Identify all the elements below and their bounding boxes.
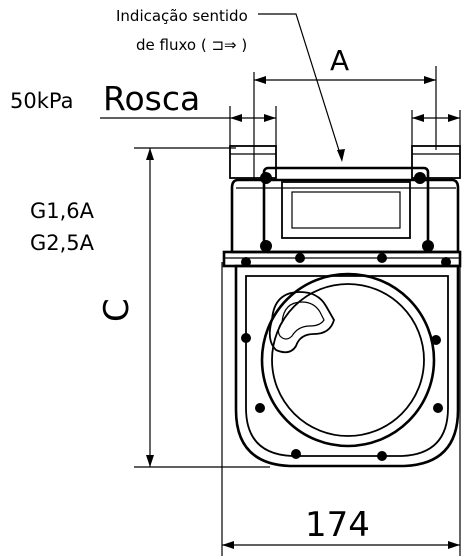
inlet-connector bbox=[229, 145, 277, 179]
counter-display bbox=[291, 191, 401, 229]
dimension-174-label: 174 bbox=[305, 505, 370, 545]
dimension-a-lines bbox=[253, 66, 437, 180]
counter-window bbox=[281, 181, 411, 239]
flow-note-line1: Indicação sentido bbox=[116, 7, 248, 25]
dimension-c-lines bbox=[134, 147, 270, 468]
diaphragm-lobe bbox=[268, 291, 335, 354]
flow-note-leader bbox=[258, 13, 345, 162]
thread-label: Rosca bbox=[103, 79, 200, 118]
model-label-g25: G2,5A bbox=[30, 231, 95, 255]
meter-body bbox=[222, 145, 462, 468]
housing-screws bbox=[241, 253, 451, 461]
dimension-174-lines bbox=[221, 262, 461, 556]
outlet-connector bbox=[411, 145, 461, 179]
dimension-c-label: C bbox=[97, 298, 137, 322]
flow-note-line2: de fluxo ( ⊐⇒ ) bbox=[136, 36, 247, 54]
thread-dimension-lines bbox=[100, 106, 461, 146]
counter-screws bbox=[260, 172, 434, 252]
housing-seam bbox=[222, 250, 462, 268]
model-label-g16: G1,6A bbox=[30, 199, 95, 223]
dimension-a-label: A bbox=[330, 44, 349, 77]
thread-pressure-label: 50kPa bbox=[10, 89, 73, 113]
measuring-chamber bbox=[260, 272, 436, 448]
lower-housing bbox=[234, 264, 460, 468]
